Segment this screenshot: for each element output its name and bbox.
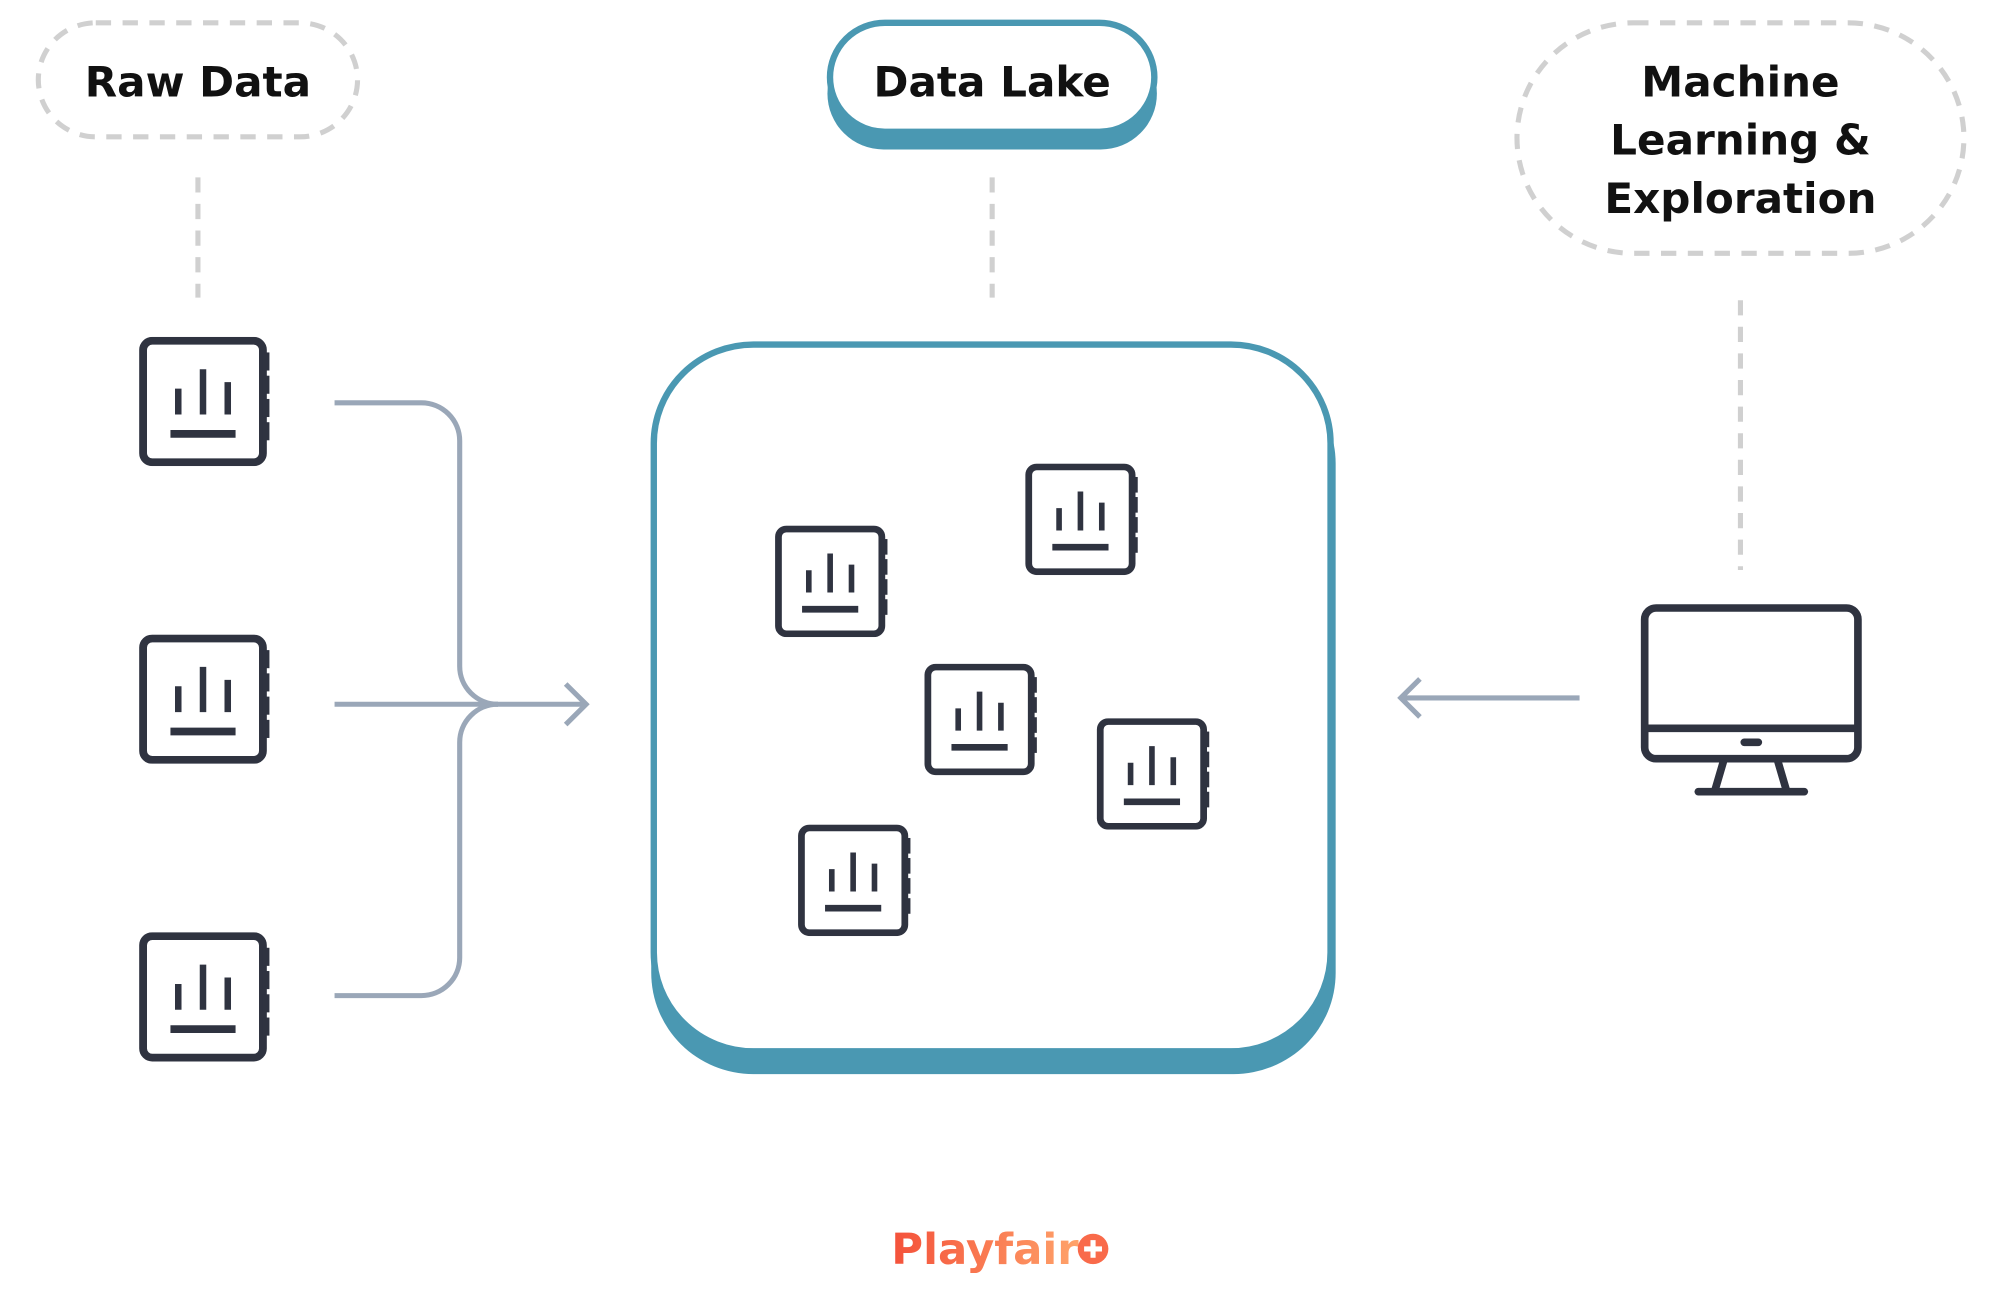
plus-circle-icon	[1077, 1233, 1109, 1265]
connector-bottom	[334, 701, 499, 999]
notebook-chart-icon	[143, 936, 269, 1057]
raw-data-text: Raw Data	[85, 57, 311, 106]
arrow-left-connector	[1397, 677, 1580, 719]
logo-text: Playfair	[891, 1225, 1079, 1275]
notebook-chart-icon	[778, 529, 887, 634]
notebook-chart-icon	[928, 667, 1037, 772]
ml-text-line1: Machine	[1641, 57, 1839, 106]
notebook-chart-icon	[801, 828, 910, 933]
ml-text-line2: Learning &	[1610, 116, 1871, 165]
data-lake-label: Data Lake	[826, 19, 1158, 150]
notebook-chart-icon	[143, 638, 269, 759]
arrow-left-icon	[1397, 677, 1422, 719]
notebook-chart-icon	[143, 341, 269, 462]
playfair-logo: Playfair	[891, 1225, 1109, 1275]
connector-top	[334, 400, 499, 707]
machine-learning-label: Machine Learning & Exploration	[1514, 20, 1967, 256]
notebook-chart-icon	[1029, 467, 1138, 572]
notebook-chart-icon	[1100, 722, 1209, 827]
merge-connectors	[334, 400, 590, 999]
ml-text-line3: Exploration	[1604, 174, 1876, 223]
raw-data-label: Raw Data	[35, 20, 361, 140]
monitor-icon	[1640, 604, 1862, 796]
arrow-right-icon	[563, 682, 590, 727]
data-lake-text: Data Lake	[873, 57, 1110, 106]
